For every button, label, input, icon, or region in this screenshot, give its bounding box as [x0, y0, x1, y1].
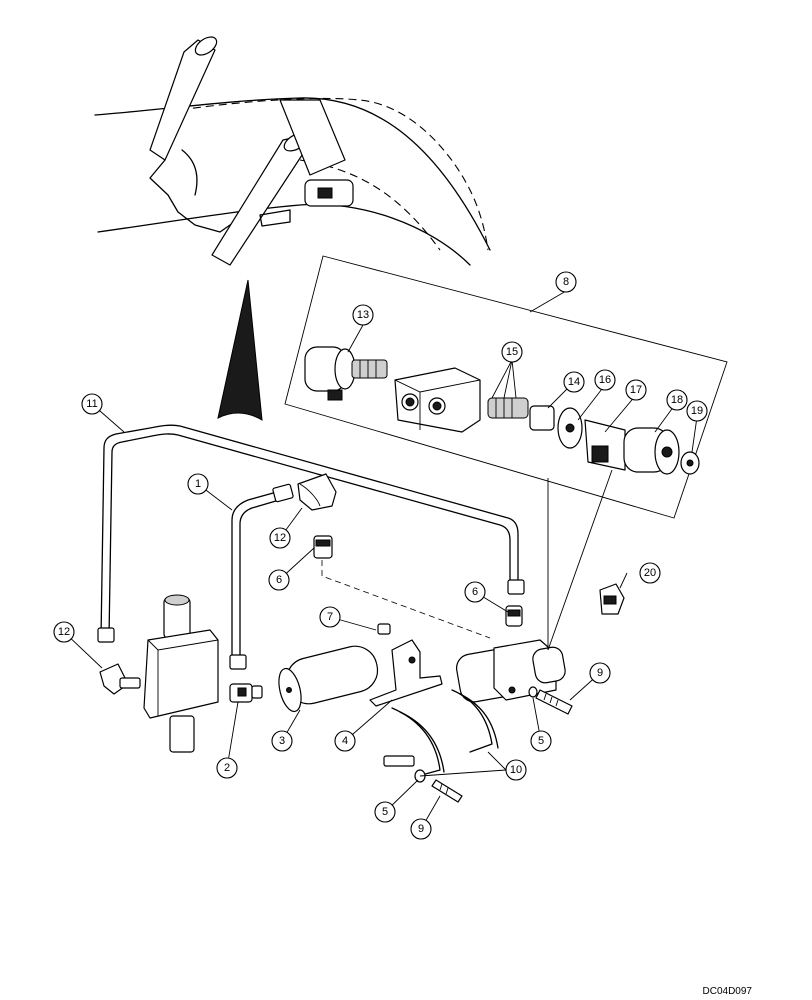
callout-4: 4: [334, 730, 356, 752]
callout-9-right: 9: [589, 662, 611, 684]
callout-5-upper-number: 5: [538, 735, 544, 747]
valve-exploded-box: [284, 255, 728, 519]
callout-6-left: 6: [268, 569, 290, 591]
callout-17-number: 17: [630, 384, 642, 396]
callout-19: 19: [686, 400, 708, 422]
callout-8: 8: [555, 271, 577, 293]
callout-19-number: 19: [691, 405, 703, 417]
callout-7: 7: [319, 606, 341, 628]
lower-components: [99, 473, 625, 803]
callout-15: 15: [501, 341, 523, 363]
callout-2-number: 2: [224, 762, 230, 774]
callout-11-number: 11: [86, 398, 97, 410]
callout-6-right: 6: [464, 581, 486, 603]
callout-6-left-number: 6: [276, 574, 282, 586]
callout-12-left: 12: [53, 621, 75, 643]
callout-1: 1: [187, 473, 209, 495]
callout-4-number: 4: [342, 735, 348, 747]
callout-10-number: 10: [510, 764, 522, 776]
callout-14-number: 14: [568, 376, 580, 388]
callout-20-number: 20: [644, 567, 656, 579]
callout-8-number: 8: [563, 276, 569, 288]
callout-20: 20: [639, 562, 661, 584]
callout-11: 11: [81, 393, 103, 415]
callout-15-number: 15: [506, 346, 518, 358]
machine-overview: [94, 36, 491, 266]
callout-5-lower-number: 5: [382, 806, 388, 818]
callout-9-right-number: 9: [597, 667, 603, 679]
callout-13: 13: [352, 304, 374, 326]
tube-assemblies: [97, 424, 525, 670]
callout-13-number: 13: [357, 309, 369, 321]
callout-12-left-number: 12: [58, 626, 70, 638]
callout-16-number: 16: [599, 374, 611, 386]
callout-9-lower-number: 9: [418, 823, 424, 835]
callout-18-number: 18: [671, 394, 683, 406]
callout-5-lower: 5: [374, 801, 396, 823]
callout-14: 14: [563, 371, 585, 393]
callout-16: 16: [594, 369, 616, 391]
callout-6-right-number: 6: [472, 586, 478, 598]
drawing-code: DC04D097: [703, 986, 753, 997]
callout-3-number: 3: [279, 735, 285, 747]
callout-17: 17: [625, 379, 647, 401]
callout-3: 3: [271, 730, 293, 752]
callout-1-number: 1: [195, 478, 201, 490]
callout-5-upper: 5: [530, 730, 552, 752]
callout-2: 2: [216, 757, 238, 779]
callout-12-upper-number: 12: [274, 532, 286, 544]
location-arrow: [217, 279, 263, 421]
callout-10: 10: [505, 759, 527, 781]
callout-12-upper: 12: [269, 527, 291, 549]
callout-7-number: 7: [327, 611, 333, 623]
callout-9-lower: 9: [410, 818, 432, 840]
callout-18: 18: [666, 389, 688, 411]
